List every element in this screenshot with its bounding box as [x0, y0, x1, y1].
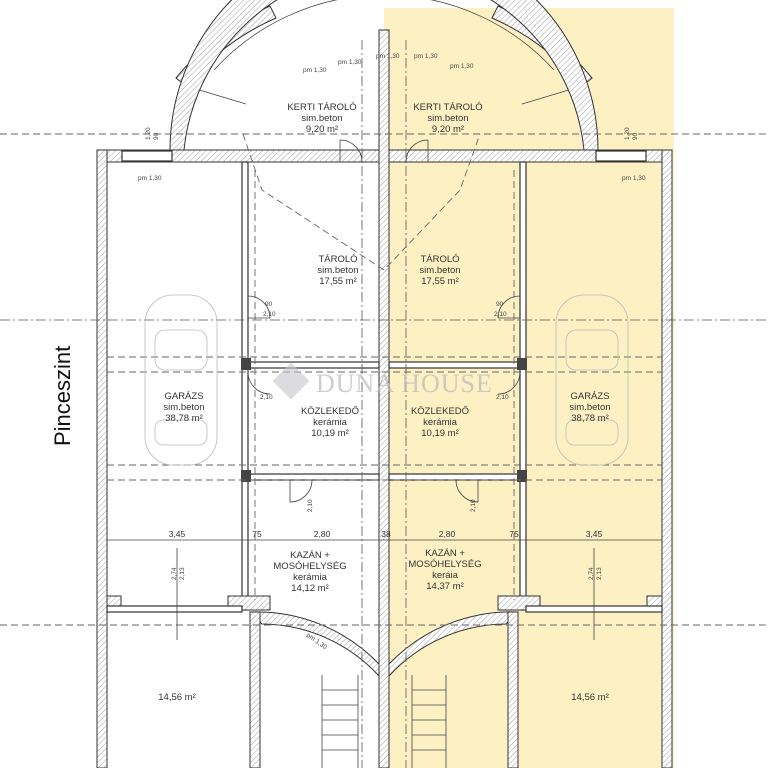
height-label: 2,74 [588, 567, 595, 580]
door-width-label: 90 [496, 301, 504, 308]
svg-text:10,19 m²: 10,19 m² [311, 428, 349, 439]
window-height-label: 1,20 [145, 127, 152, 140]
svg-text:kerámia: kerámia [313, 417, 348, 428]
door-height-label: 2,10 [263, 311, 276, 318]
sill-height-label: pm 1,30 [414, 53, 438, 60]
door-height-label: 2,10 [307, 499, 314, 512]
height-label: 2,13 [179, 567, 186, 580]
level-label: Pinceszint [50, 346, 75, 446]
room-kozlekedo-left: KÖZLEKEDŐ kerámia 10,19 m² [301, 406, 359, 439]
door-height-label: 2,10 [470, 499, 477, 512]
room-kerti-tarolo-right: KERTI TÁROLÓ sim.beton 9,20 m² [413, 102, 482, 135]
svg-text:KAZÁN +: KAZÁN + [425, 548, 465, 559]
doors [247, 139, 521, 503]
svg-text:sim.beton: sim.beton [317, 265, 358, 276]
watermark: DUNA HOUSE [272, 362, 493, 400]
dimension-label: 75 [252, 529, 262, 539]
svg-text:KÖZLEKEDŐ: KÖZLEKEDŐ [301, 406, 359, 417]
room-garazs-right: GARÁZS sim.beton 38,78 m² [569, 391, 610, 424]
svg-text:sim.beton: sim.beton [163, 402, 204, 413]
svg-text:9,20 m²: 9,20 m² [432, 124, 464, 135]
room-tarolo-right: TÁROLÓ sim.beton 17,55 m² [419, 254, 460, 287]
party-wall [378, 29, 390, 768]
room-tarolo-left: TÁROLÓ sim.beton 17,55 m² [317, 254, 358, 287]
svg-text:keráia: keráia [432, 570, 459, 581]
door-height-label: 2,10 [494, 311, 507, 318]
room-kazan-right: KAZÁN + MOSÓHELYSÉG keráia 14,37 m² [408, 548, 481, 592]
height-label: 2,13 [596, 567, 603, 580]
dimension-line: 3,45 75 2,80 38 2,80 75 3,45 [107, 529, 662, 640]
svg-text:sim.beton: sim.beton [427, 113, 468, 124]
car-icon [555, 294, 629, 466]
svg-text:MOSÓHELYSÉG: MOSÓHELYSÉG [273, 561, 346, 572]
svg-text:KÖZLEKEDŐ: KÖZLEKEDŐ [411, 406, 469, 417]
svg-text:KERTI TÁROLÓ: KERTI TÁROLÓ [413, 102, 482, 113]
svg-text:GARÁZS: GARÁZS [164, 391, 203, 402]
svg-text:17,55 m²: 17,55 m² [421, 276, 459, 287]
svg-text:sim.beton: sim.beton [569, 402, 610, 413]
room-kerti-tarolo-left: KERTI TÁROLÓ sim.beton 9,20 m² [287, 102, 356, 135]
stairs [321, 675, 447, 768]
svg-text:GARÁZS: GARÁZS [570, 391, 609, 402]
svg-text:kerámia: kerámia [293, 572, 328, 583]
sill-height-label: pm 1,30 [338, 59, 362, 66]
sill-height-label: pm 1,30 [450, 63, 474, 70]
room-bottom-left-area: 14,56 m² [158, 692, 196, 703]
dimension-label: 3,45 [169, 529, 186, 539]
svg-text:TÁROLÓ: TÁROLÓ [318, 254, 357, 265]
dimension-label: 38 [381, 529, 391, 539]
svg-text:14,12 m²: 14,12 m² [291, 583, 329, 594]
window-height-label: 1,20 [624, 127, 631, 140]
dimension-label: 2,80 [439, 529, 456, 539]
door-height-label: 2,10 [496, 394, 509, 401]
dimension-label: 75 [509, 529, 519, 539]
window-width-label: 90 [632, 132, 639, 140]
car-icon [144, 294, 218, 466]
sill-height-label: pm 1,30 [376, 53, 400, 60]
svg-text:17,55 m²: 17,55 m² [319, 276, 357, 287]
room-bottom-right-area: 14,56 m² [571, 692, 609, 703]
svg-text:sim.beton: sim.beton [419, 265, 460, 276]
svg-text:14,37 m²: 14,37 m² [426, 581, 464, 592]
svg-text:38,78 m²: 38,78 m² [571, 413, 609, 424]
room-kazan-left: KAZÁN + MOSÓHELYSÉG kerámia 14,12 m² [273, 550, 346, 594]
door-width-label: 90 [265, 301, 273, 308]
svg-text:9,20 m²: 9,20 m² [306, 124, 338, 135]
svg-text:MOSÓHELYSÉG: MOSÓHELYSÉG [408, 559, 481, 570]
garden-storage-walls [169, 0, 599, 151]
right-wall [661, 149, 673, 768]
window-width-label: 90 [153, 132, 160, 140]
svg-text:10,19 m²: 10,19 m² [421, 428, 459, 439]
sill-height-label: pm 1,30 [303, 67, 327, 74]
door-height-label: 2,10 [260, 394, 273, 401]
height-label: 2,74 [171, 567, 178, 580]
svg-text:KAZÁN +: KAZÁN + [290, 550, 330, 561]
svg-text:TÁROLÓ: TÁROLÓ [420, 254, 459, 265]
left-wall [96, 149, 108, 768]
room-garazs-left: GARÁZS sim.beton 38,78 m² [163, 391, 204, 424]
room-kozlekedo-right: KÖZLEKEDŐ kerámia 10,19 m² [411, 406, 469, 439]
svg-text:KERTI TÁROLÓ: KERTI TÁROLÓ [287, 102, 356, 113]
dimension-label: 2,80 [314, 529, 331, 539]
sill-height-label: pm 1,30 [138, 175, 162, 182]
svg-text:kerámia: kerámia [423, 417, 458, 428]
svg-text:sim.beton: sim.beton [301, 113, 342, 124]
svg-text:38,78 m²: 38,78 m² [165, 413, 203, 424]
watermark-text: DUNA HOUSE [316, 369, 493, 398]
dimension-label: 3,45 [586, 529, 603, 539]
sill-height-label: pm 1,30 [622, 175, 646, 182]
